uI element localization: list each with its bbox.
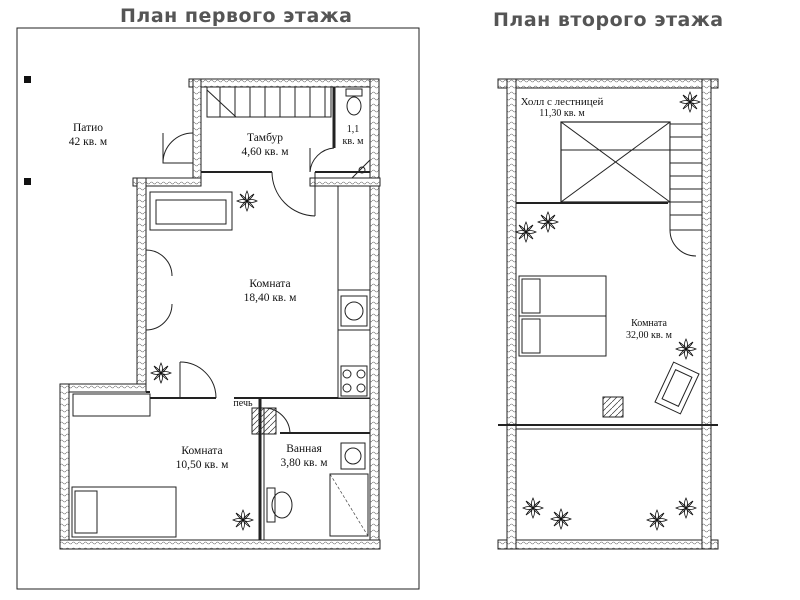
stove-icon	[251, 407, 277, 435]
room-name: Холл с лестницей	[520, 96, 604, 108]
room-area: 11,30 кв. м	[539, 108, 585, 119]
room-area: кв. м	[342, 136, 364, 147]
toilet-icon	[266, 487, 293, 523]
room-name: 1,1	[346, 124, 360, 135]
room-area: 3,80 кв. м	[280, 457, 328, 469]
plant-icon	[515, 221, 537, 243]
first-floor-title: План первого этажа	[120, 5, 353, 27]
exterior-walls	[701, 78, 712, 550]
sofa-icon	[72, 393, 151, 417]
plant-icon	[236, 190, 258, 212]
room-name: Тамбур	[246, 132, 284, 144]
staircase-icon	[560, 121, 703, 257]
sink-icon	[340, 442, 366, 470]
second-floor-title: План второго этажа	[493, 9, 724, 31]
room-name: Ванная	[286, 443, 322, 455]
room-area: 32,00 кв. м	[626, 330, 672, 341]
room-label-patio: Патио 42 кв. м	[48, 121, 128, 149]
room-area: 10,50 кв. м	[175, 459, 229, 471]
second-floor-plan	[497, 78, 719, 550]
site-boundary	[16, 27, 420, 590]
room-name: Комната	[631, 318, 667, 329]
plant-icon	[646, 509, 668, 531]
kitchen-counter	[337, 185, 371, 399]
interior-walls	[146, 87, 370, 540]
room-label-bath: Ванная 3,80 кв. м	[265, 442, 343, 470]
room-label-hall: Холл с лестницей 11,30 кв. м	[512, 96, 612, 120]
plant-icon	[675, 338, 697, 360]
room-label-big-room: Комната 18,40 кв. м	[225, 277, 315, 305]
plant-icon	[675, 497, 697, 519]
room-area: 18,40 кв. м	[243, 292, 297, 304]
room-label-wc: 1,1 кв. м	[336, 124, 370, 148]
room-name: Комната	[249, 278, 291, 290]
plant-icon	[537, 211, 559, 233]
room-label-room: Комната 32,00 кв. м	[614, 318, 684, 342]
stove-label: печь	[233, 398, 253, 409]
room-label-small-room: Комната 10,50 кв. м	[157, 444, 247, 472]
first-floor-plan	[16, 27, 420, 590]
sofa-icon	[149, 191, 233, 231]
room-name: Патио	[72, 122, 104, 134]
plant-icon	[522, 497, 544, 519]
sink-icon	[340, 295, 368, 327]
exterior-walls	[59, 78, 381, 550]
exterior-walls	[506, 78, 517, 550]
stove-icon	[340, 365, 368, 397]
room-area: 42 кв. м	[68, 136, 108, 148]
marker-square	[24, 178, 31, 185]
room-area: 4,60 кв. м	[241, 146, 289, 158]
plant-icon	[679, 91, 701, 113]
stove-icon	[602, 396, 624, 418]
bathtub-icon	[329, 473, 369, 537]
exterior-walls	[497, 539, 719, 550]
exterior-walls	[497, 78, 719, 89]
bed-icon	[71, 486, 177, 538]
sink-icon	[350, 158, 371, 179]
sofa-icon	[654, 361, 700, 415]
plant-icon	[232, 509, 254, 531]
room-label-tambur: Тамбур 4,60 кв. м	[225, 131, 305, 159]
plant-icon	[150, 362, 172, 384]
staircase-icon	[206, 86, 332, 118]
door-icon	[145, 132, 335, 435]
bed-icon	[518, 275, 607, 357]
marker-square	[24, 76, 31, 83]
plant-icon	[550, 508, 572, 530]
toilet-icon	[345, 88, 363, 116]
room-name: Комната	[181, 445, 223, 457]
